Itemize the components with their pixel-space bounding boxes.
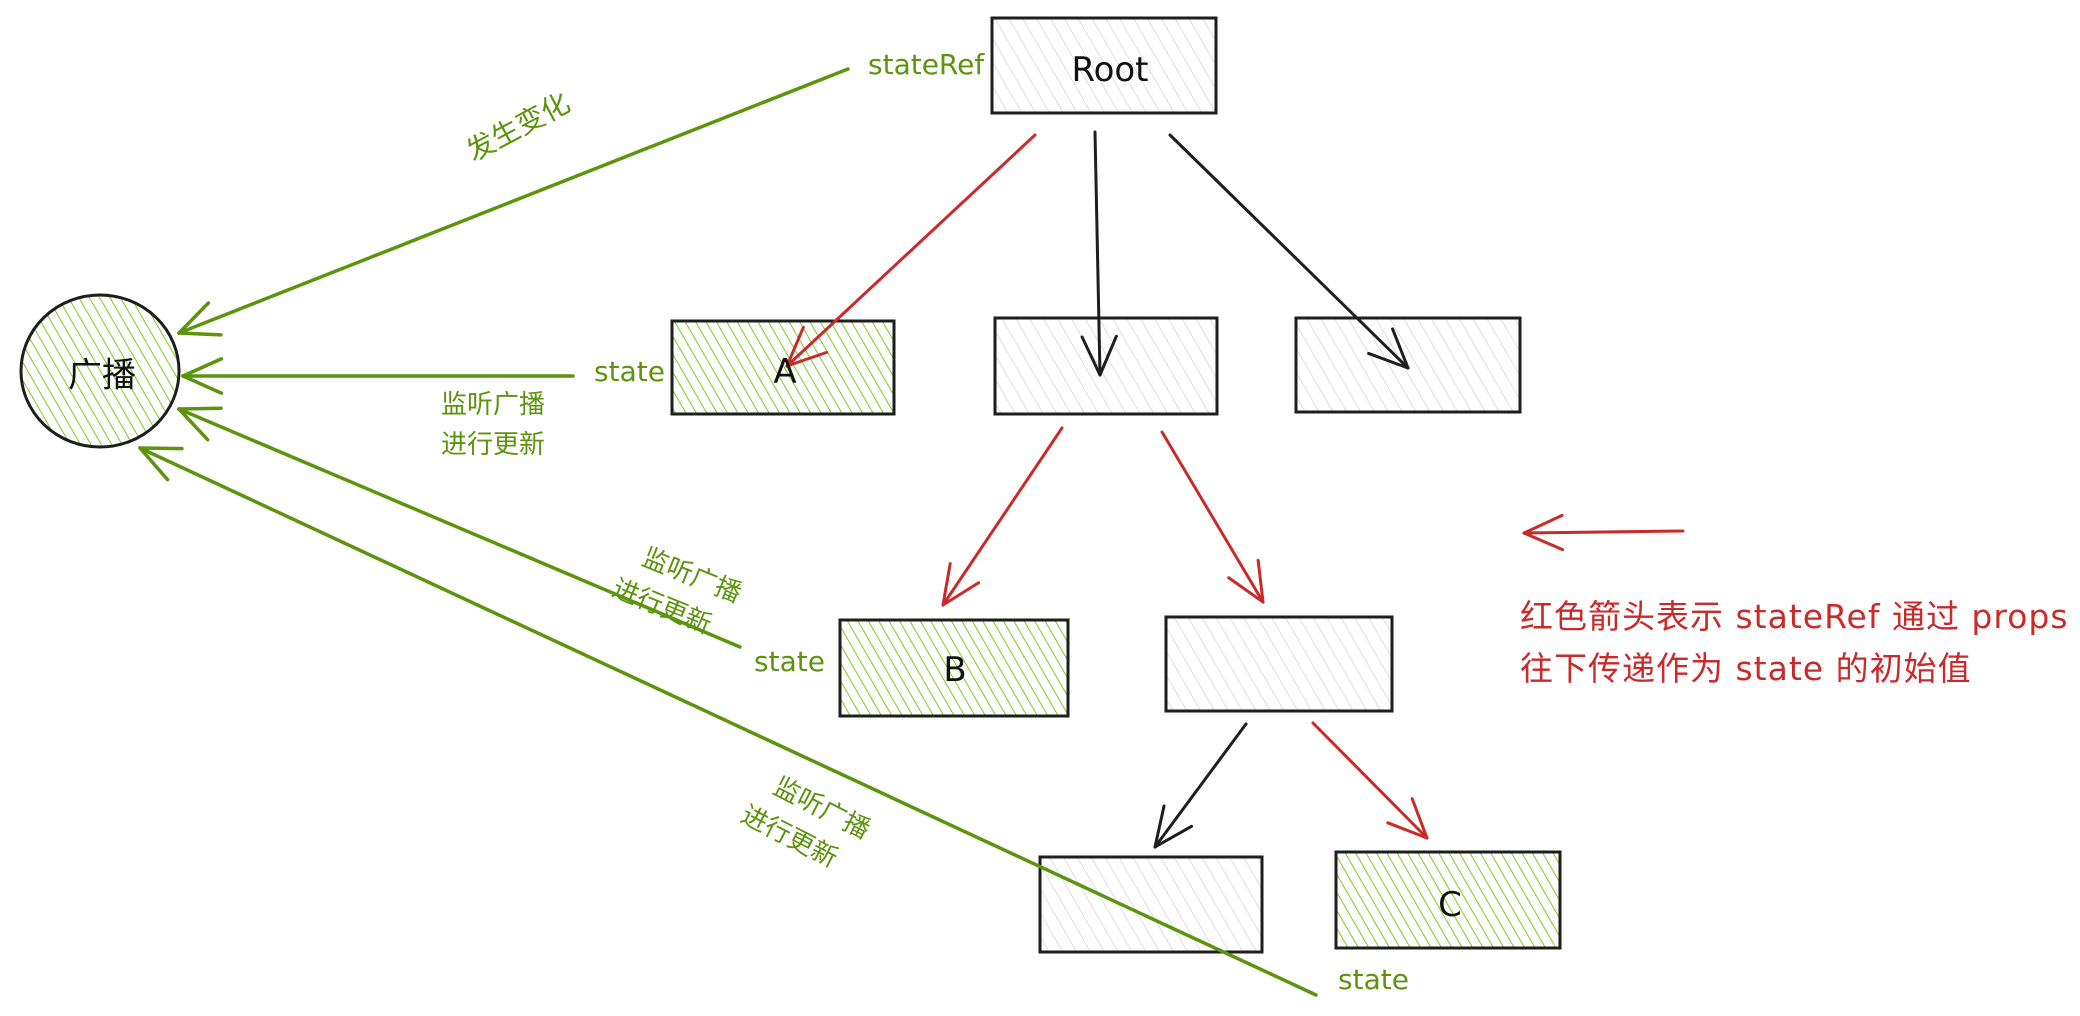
- arrow-root-to-mid2[interactable]: [1080, 130, 1118, 377]
- arrow-bsib-to-c[interactable]: [1311, 721, 1429, 840]
- listen-label-a: 监听广播 进行更新: [441, 385, 545, 465]
- arrow-mid2-to-b[interactable]: [941, 426, 1064, 607]
- arrows-layer: [138, 67, 1685, 997]
- arrow-bsib-to-cleft[interactable]: [1153, 722, 1248, 849]
- arrow-root-to-mid3[interactable]: [1168, 133, 1410, 370]
- listen-label-a-line2: 进行更新: [441, 430, 546, 460]
- state-ref-label: stateRef: [868, 48, 985, 81]
- arrow-a-to-broadcast[interactable]: [181, 357, 575, 395]
- node-broadcast-label: 广播: [68, 355, 136, 396]
- arrow-root-to-broadcast[interactable]: [177, 67, 850, 337]
- state-b-label: state: [754, 645, 825, 678]
- arrow-root-to-a[interactable]: [785, 133, 1037, 368]
- node-c-label: C: [1438, 885, 1462, 925]
- node-c-left[interactable]: [1038, 855, 1264, 954]
- state-a-label: state: [594, 355, 665, 388]
- arrow-c-to-broadcast[interactable]: [138, 446, 1318, 997]
- node-broadcast[interactable]: [19, 293, 181, 449]
- node-root-label: Root: [1071, 50, 1149, 90]
- listen-label-a-line1: 监听广播: [441, 390, 546, 420]
- legend-arrow[interactable]: [1522, 513, 1685, 552]
- legend-line-1: 红色箭头表示 stateRef 通过 props: [1520, 597, 2069, 636]
- node-b-sibling[interactable]: [1164, 615, 1394, 713]
- node-mid2[interactable]: [993, 316, 1219, 416]
- node-a-label: A: [773, 352, 797, 392]
- node-root[interactable]: [990, 16, 1218, 115]
- arrow-b-to-broadcast[interactable]: [177, 406, 742, 649]
- legend-line-2: 往下传递作为 state 的初始值: [1520, 649, 1972, 688]
- state-c-label: state: [1338, 963, 1409, 996]
- arrow-mid2-to-bsib[interactable]: [1160, 430, 1265, 604]
- node-b-label: B: [943, 650, 967, 690]
- node-b[interactable]: [838, 618, 1070, 718]
- node-a[interactable]: [670, 319, 896, 416]
- node-c[interactable]: [1334, 850, 1562, 950]
